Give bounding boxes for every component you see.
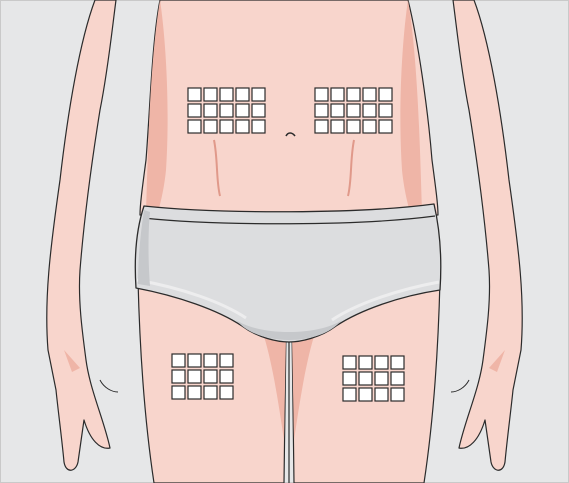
injection-site-square (220, 386, 233, 399)
injection-site-square (252, 104, 265, 117)
injection-site-square (204, 104, 217, 117)
injection-site-square (331, 104, 344, 117)
injection-site-square (220, 104, 233, 117)
injection-site-square (359, 356, 372, 369)
injection-site-square (347, 120, 360, 133)
injection-site-square (236, 88, 249, 101)
injection-site-square (391, 372, 404, 385)
injection-site-abdomen-right (315, 88, 392, 133)
injection-site-square (375, 388, 388, 401)
injection-site-square (220, 88, 233, 101)
injection-site-square (347, 88, 360, 101)
injection-site-square (315, 120, 328, 133)
injection-site-square (252, 88, 265, 101)
injection-site-square (188, 370, 201, 383)
injection-site-square (331, 120, 344, 133)
injection-site-square (220, 120, 233, 133)
injection-site-square (172, 370, 185, 383)
injection-site-square (343, 356, 356, 369)
injection-site-square (188, 120, 201, 133)
torso (140, 0, 438, 215)
injection-site-square (204, 370, 217, 383)
injection-site-square (204, 120, 217, 133)
injection-site-square (359, 372, 372, 385)
injection-site-square (375, 372, 388, 385)
injection-site-square (188, 104, 201, 117)
injection-site-square (315, 88, 328, 101)
injection-site-square (331, 88, 344, 101)
injection-site-square (343, 372, 356, 385)
injection-site-square (188, 88, 201, 101)
injection-site-square (204, 386, 217, 399)
injection-site-square (391, 388, 404, 401)
injection-site-square (172, 386, 185, 399)
injection-site-square (252, 120, 265, 133)
injection-site-square (363, 104, 376, 117)
injection-site-square (315, 104, 328, 117)
injection-site-square (391, 356, 404, 369)
injection-site-square (204, 88, 217, 101)
injection-site-square (236, 120, 249, 133)
injection-site-square (172, 354, 185, 367)
injection-site-square (379, 104, 392, 117)
injection-site-square (220, 370, 233, 383)
injection-site-square (379, 120, 392, 133)
injection-site-square (375, 356, 388, 369)
injection-site-square (379, 88, 392, 101)
injection-site-abdomen-left (188, 88, 265, 133)
injection-site-square (236, 104, 249, 117)
injection-site-square (204, 354, 217, 367)
injection-site-square (188, 354, 201, 367)
injection-site-square (347, 104, 360, 117)
injection-site-square (359, 388, 372, 401)
injection-site-square (188, 386, 201, 399)
injection-site-square (363, 88, 376, 101)
injection-site-square (363, 120, 376, 133)
injection-site-square (343, 388, 356, 401)
injection-site-square (220, 354, 233, 367)
